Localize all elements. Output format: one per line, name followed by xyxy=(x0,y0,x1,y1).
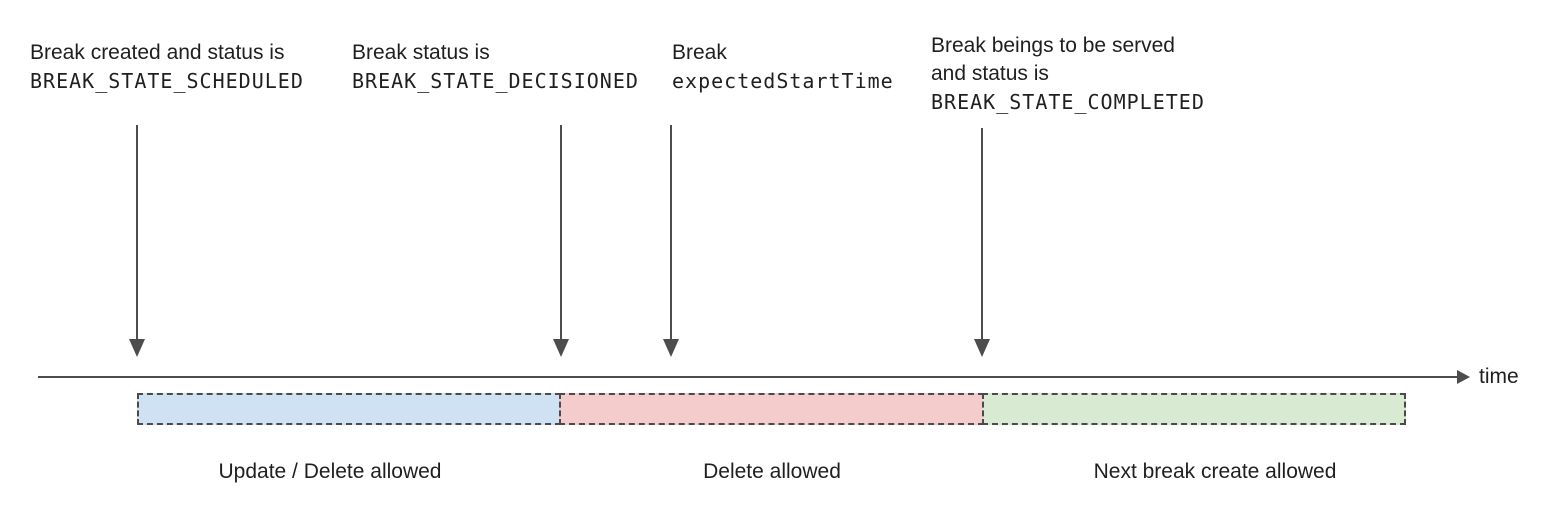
annotation-expected-start-time: Break expectedStartTime xyxy=(672,39,894,95)
down-arrow-icon xyxy=(663,125,679,357)
down-arrow-icon xyxy=(553,125,569,357)
arrow-head xyxy=(974,339,990,357)
arrow-shaft xyxy=(670,125,672,340)
down-arrow-icon xyxy=(129,125,145,357)
annotation-code: BREAK_STATE_SCHEDULED xyxy=(30,69,304,93)
arrow-shaft xyxy=(981,128,983,340)
annotation-break-completed: Break beings to be served and status is … xyxy=(931,32,1205,116)
annotation-text: and status is xyxy=(931,62,1049,85)
arrow-head xyxy=(663,339,679,357)
segment-delete-allowed xyxy=(559,393,984,425)
segment-caption: Delete allowed xyxy=(703,460,841,483)
arrow-shaft xyxy=(136,125,138,340)
annotation-code: BREAK_STATE_DECISIONED xyxy=(352,69,639,93)
arrow-head xyxy=(129,339,145,357)
timeline-axis xyxy=(38,376,1458,378)
annotation-break-decisioned: Break status is BREAK_STATE_DECISIONED xyxy=(352,39,639,95)
annotation-text: Break beings to be served xyxy=(931,34,1175,57)
down-arrow-icon xyxy=(974,128,990,357)
segment-caption: Update / Delete allowed xyxy=(218,460,442,483)
annotation-text: Break status is xyxy=(352,41,490,64)
arrow-shaft xyxy=(560,125,562,340)
segment-next-break-create-allowed xyxy=(982,393,1406,425)
annotation-text: Break created and status is xyxy=(30,41,285,64)
annotation-break-scheduled: Break created and status is BREAK_STATE_… xyxy=(30,39,304,95)
segment-caption: Next break create allowed xyxy=(1093,460,1337,483)
right-arrow-icon xyxy=(1457,370,1470,384)
segment-update-delete-allowed xyxy=(137,393,561,425)
annotation-code: BREAK_STATE_COMPLETED xyxy=(931,90,1205,114)
annotation-code: expectedStartTime xyxy=(672,69,894,93)
arrow-head xyxy=(553,339,569,357)
annotation-text: Break xyxy=(672,41,727,64)
time-axis-label: time xyxy=(1479,365,1519,388)
